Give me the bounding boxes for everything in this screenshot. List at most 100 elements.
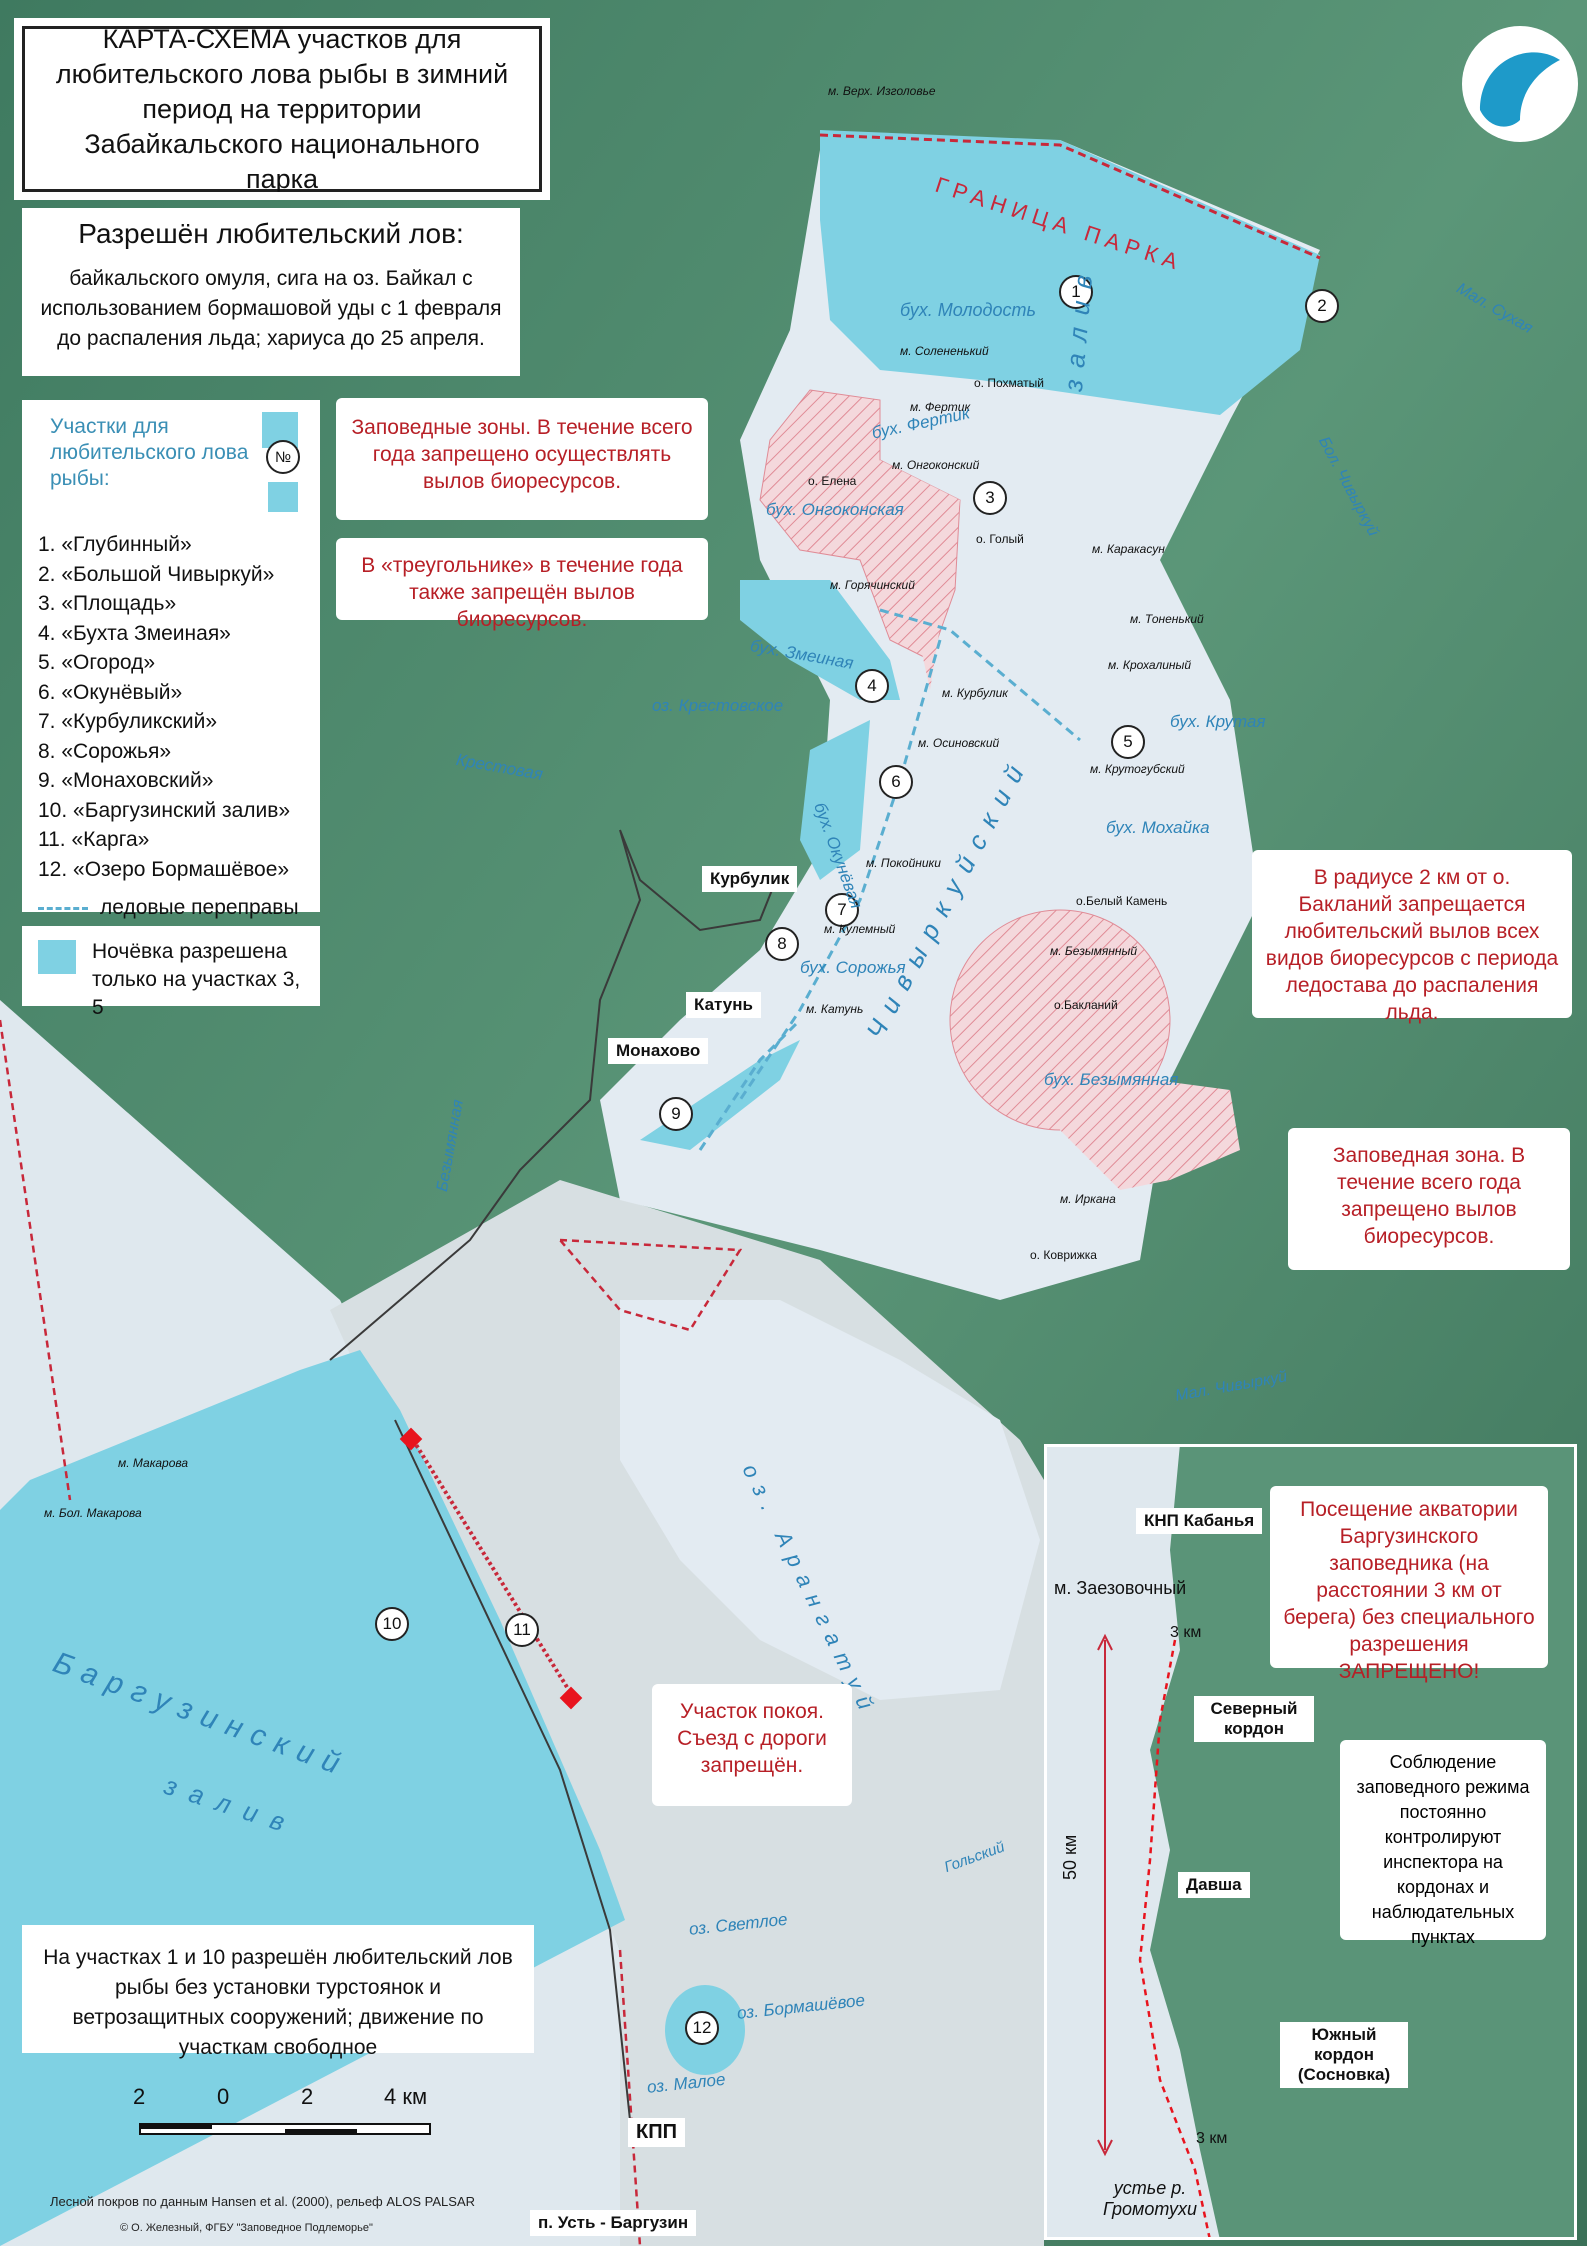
night-text: Ночёвка разрешена только на участках 3, …	[92, 940, 301, 1019]
plot-number-5: 5	[1111, 725, 1145, 759]
inset-severnyy: Северный кордон	[1194, 1696, 1314, 1742]
map-label-molodost: бух. Молодость	[900, 300, 1036, 320]
rest-area-line	[408, 1433, 577, 1702]
map-label-makarova: м. Макарова	[118, 1456, 189, 1470]
legend-item: 3. «Площадь»	[38, 592, 177, 615]
map-label-krestovskoe: оз. Крестовское	[652, 696, 784, 715]
legend-item: 10. «Баргузинский залив»	[38, 798, 291, 822]
note-reserve-zones-text: Заповедные зоны. В течение всего года за…	[351, 416, 693, 493]
dashed-line-icon	[38, 906, 88, 910]
map-label-solenenkiy: м. Солененький	[900, 344, 989, 358]
plot-number-1: 1	[1059, 275, 1093, 309]
bezymyannaya-reserve	[1060, 1070, 1240, 1190]
map-title: КАРТА-СХЕМА участков для любительского л…	[14, 18, 550, 200]
note-rest-area: Участок покоя. Съезд с дороги запрещён.	[652, 1684, 852, 1806]
plot-number-symbol: №	[266, 440, 300, 474]
plot-number-6: 6	[879, 765, 913, 799]
legend-crossings: ледовые переправы	[38, 896, 304, 920]
inset-50km-arrows	[1097, 1633, 1113, 2157]
reserve-border	[0, 1019, 743, 2246]
tent-net-icon	[38, 940, 76, 974]
note-baklaniy: В радиусе 2 км от о. Бакланий запрещаетс…	[1252, 850, 1572, 1024]
allowed-heading: Разрешён любительский лов:	[78, 218, 464, 249]
park-border	[819, 133, 1321, 260]
plot-number-12: 12	[685, 2011, 719, 2045]
map-label-bezymyannyy: м. Безымянный	[1050, 944, 1137, 958]
map-label-fertik-cape: м. Фертик	[910, 400, 971, 414]
note-plots-1-10: На участках 1 и 10 разрешён любительский…	[22, 1925, 534, 2059]
plot-number-9: 9	[659, 1097, 693, 1131]
plot-number-11: 11	[505, 1613, 539, 1647]
legend-crossings-label: ледовые переправы	[100, 896, 299, 919]
kpp-label: КПП	[628, 2118, 685, 2147]
legend-item: 7. «Курбуликский»	[38, 710, 218, 733]
night-note: Ночёвка разрешена только на участках 3, …	[22, 926, 320, 1019]
map-label-karakasun: м. Каракасун	[1092, 542, 1165, 556]
plot-number-7: 7	[825, 893, 859, 927]
note-triangle: В «треугольнике» в течение года также за…	[336, 538, 708, 631]
note-reserve-zone: Заповедная зона. В течение всего года за…	[1288, 1128, 1570, 1270]
inset-yuzhnyy-text: Южный кордон (Сосновка)	[1297, 2025, 1391, 2084]
legend: Участки для любительского лова рыбы: № 1…	[22, 400, 320, 919]
map-label-krokhalinyy: м. Крохалиный	[1108, 658, 1192, 672]
map-label-pokhmatyy: о. Похматый	[974, 376, 1044, 390]
inset-3km-line	[1138, 1639, 1212, 2241]
legend-plots-label: Участки для любительского лова рыбы:	[50, 415, 249, 490]
allowed-fishing-box: Разрешён любительский лов: байкальского …	[22, 208, 520, 376]
footer-copyright: © О. Железный, ФГБУ "Заповедное Подлемор…	[120, 2222, 373, 2234]
rest-area-marker-north	[399, 1427, 423, 1451]
plot-1-area	[820, 130, 1320, 415]
road	[329, 829, 781, 1361]
scale-bar-fill	[140, 2124, 212, 2129]
scale-tick-1: 0	[217, 2084, 230, 2109]
plot-6-area	[800, 720, 870, 880]
note-plots-1-10-text: На участках 1 и 10 разрешён любительский…	[43, 1946, 513, 2059]
footer-source: Лесной покров по данным Hansen et al. (2…	[50, 2194, 476, 2209]
map-label-mokhayka: бух. Мохайка	[1106, 818, 1210, 837]
village-kurbulik: Курбулик	[702, 866, 798, 892]
map-label-kurbulik-cape: м. Курбулик	[942, 686, 1008, 700]
seal-logo-shape	[1480, 52, 1560, 127]
inset-label-km3-top: 3 км	[1170, 1624, 1202, 1641]
legend-item: 5. «Огород»	[38, 651, 156, 674]
map-label-tonenkiy: м. Тоненький	[1130, 612, 1204, 626]
restricted-triangle	[880, 460, 960, 690]
legend-item: 8. «Сорожья»	[38, 739, 172, 763]
map-title-text: КАРТА-СХЕМА участков для любительского л…	[55, 23, 509, 194]
map-label-krutaya: бух. Крутая	[1170, 712, 1266, 731]
plot-number-10: 10	[375, 1607, 409, 1641]
arangatuy-lake	[620, 1300, 1040, 1700]
plot-number-8: 8	[765, 927, 799, 961]
village-katun: Катунь	[686, 992, 761, 1018]
plot-4-area	[740, 580, 900, 700]
map-label-kovrizhka: о. Коврижка	[1030, 1248, 1097, 1262]
map-label-bezymyannaya: бух. Безымянная	[1044, 1070, 1179, 1089]
ust-barguzin-label: п. Усть - Баргузин	[530, 2210, 697, 2236]
legend-item: 6. «Окунёвый»	[38, 680, 183, 704]
map-label-verkh-izgolovye: м. Верх. Изголовье	[828, 84, 936, 98]
note-inspectors: Соблюдение заповедного режима постоянно …	[1340, 1740, 1546, 1947]
map-label-bol-makarova: м. Бол. Макарова	[44, 1506, 142, 1520]
ice-crossing	[698, 608, 1081, 1151]
map-label-ongokonskiy: м. Онгоконский	[892, 458, 980, 472]
plot-number-2: 2	[1305, 289, 1339, 323]
note-barguzin-reserve: Посещение акватории Баргузинского запове…	[1270, 1486, 1548, 1683]
note-reserve-zone-text: Заповедная зона. В течение всего года за…	[1332, 1144, 1526, 1248]
legend-item: 2. «Большой Чивыркуй»	[38, 562, 275, 586]
map-label-irkana: м. Иркана	[1060, 1192, 1116, 1206]
inset-frame	[1044, 1444, 1577, 2240]
scale-tick-0: 2	[133, 2084, 146, 2109]
map-label-osinovskiy: м. Осиновский	[918, 736, 1000, 750]
inset-label-km3-bottom: 3 км	[1196, 2130, 1228, 2147]
map-label-belyy-kamen: о.Белый Камень	[1076, 894, 1168, 908]
map-label-baklaniy: о.Бакланий	[1054, 998, 1118, 1012]
map-label-pokoyniki: м. Покойники	[866, 856, 941, 870]
rest-area-marker-south	[559, 1686, 583, 1710]
inset-severnyy-text: Северный кордон	[1210, 1699, 1298, 1738]
legend-list: 1. «Глубинный» 2. «Большой Чивыркуй» 3. …	[38, 530, 304, 884]
map-label-kulemnyy: м. Кулемный	[824, 922, 896, 936]
map-label-sorozhya: бух. Сорожья	[800, 958, 906, 977]
note-barguzin-reserve-text: Посещение акватории Баргузинского запове…	[1283, 1498, 1535, 1683]
map-label-katun-cape: м. Катунь	[806, 1002, 864, 1016]
note-reserve-zones: Заповедные зоны. В течение всего года за…	[336, 398, 708, 520]
